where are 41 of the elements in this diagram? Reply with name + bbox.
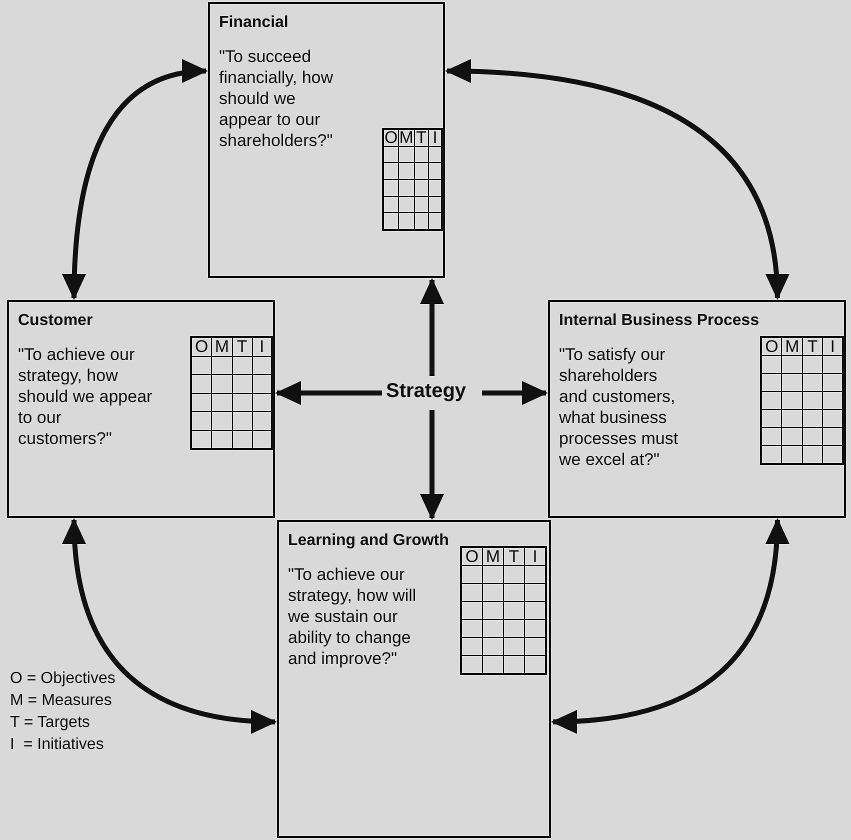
arrow [62, 60, 208, 300]
perspective-title: Learning and Growth [288, 532, 449, 550]
table-cell: O [761, 337, 782, 356]
arrow [420, 278, 444, 376]
question-text: "To succeed financially, how should we appear to our shareholders?" [219, 46, 334, 151]
table-cell: T [802, 337, 823, 356]
question-text: "To satisfy our shareholders and customers, what business processes must we excel at?" [559, 344, 680, 470]
arrow [420, 410, 444, 520]
table-cell: O [383, 129, 399, 146]
perspective-box [7, 300, 275, 518]
table-cell: I [524, 547, 546, 566]
legend-text: T = Targets [10, 714, 90, 732]
table-cell: T [414, 129, 428, 146]
table-cell: I [428, 129, 442, 146]
table-cell: T [232, 337, 252, 356]
perspective-box [208, 2, 445, 278]
legend-text: I = Initiatives [10, 736, 104, 754]
table-cell: O [191, 337, 212, 356]
legend-text: M = Measures [10, 692, 112, 710]
perspective-title: Customer [18, 312, 93, 330]
question-text: "To achieve our strategy, how will we sustain our ability to change and improve?" [288, 564, 418, 669]
arrow [551, 518, 788, 733]
table-cell: I [822, 337, 843, 356]
table-cell: M [398, 129, 414, 146]
table-cell: I [252, 337, 272, 356]
arrow [63, 518, 277, 733]
perspective-title: Internal Business Process [559, 312, 760, 330]
table-cell: M [482, 547, 504, 566]
table-cell: M [782, 337, 802, 356]
perspective-title: Financial [219, 14, 288, 32]
perspective-box [548, 300, 846, 518]
perspective-box [277, 520, 551, 838]
arrow [482, 381, 548, 405]
legend-text: O = Objectives [10, 670, 116, 688]
arrow [275, 381, 382, 405]
table-cell: O [461, 547, 482, 566]
arrow [445, 60, 788, 300]
table-cell: T [504, 547, 524, 566]
table-cell: M [212, 337, 232, 356]
question-text: "To achieve our strategy, how should we appear to our customers?" [18, 344, 154, 449]
strategy-label: Strategy [386, 380, 466, 403]
